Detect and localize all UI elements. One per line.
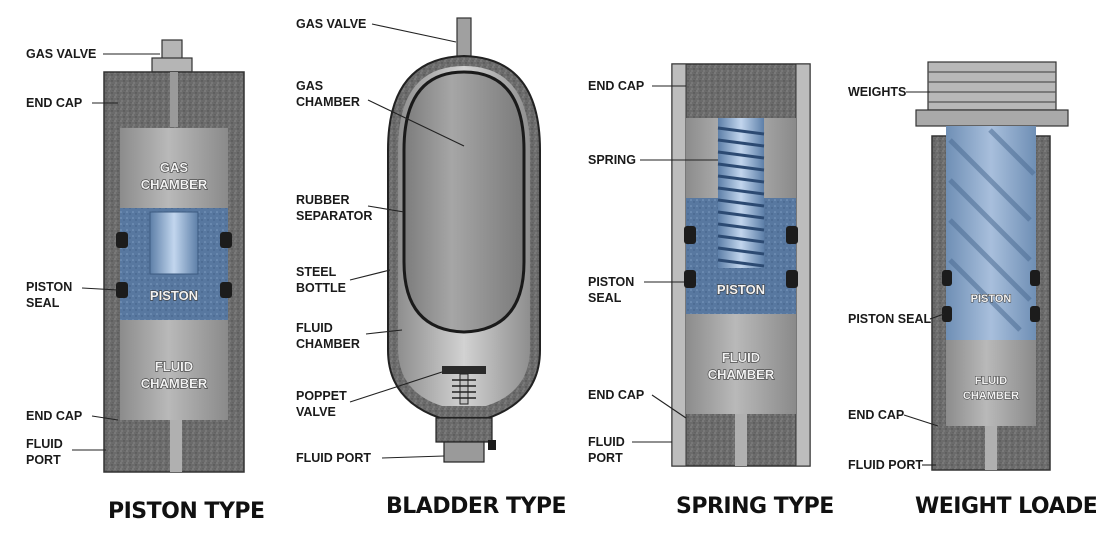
piston-end-cap-bottom-label: END CAP	[26, 409, 82, 423]
weight-piston-seal	[942, 270, 952, 286]
weight-fluid-port	[985, 426, 997, 470]
spring-spring-label: SPRING	[588, 153, 636, 167]
spring-fluid-port	[735, 414, 747, 466]
piston-fluid-port	[170, 420, 182, 472]
bladder-fluid-port-label: FLUID PORT	[296, 451, 371, 465]
spring-end-cap-top-label: END CAP	[588, 79, 644, 93]
piston-piston-label: PISTON	[150, 288, 198, 303]
bladder-gas-valve-label: GAS VALVE	[296, 17, 366, 31]
piston-end-cap-top-label: END CAP	[26, 96, 82, 110]
spring-piston-seal	[684, 226, 696, 244]
weight-piston-seal-label: PISTON SEAL	[848, 312, 931, 326]
weight-stack	[915, 61, 1069, 127]
piston-fluid-chamber	[120, 320, 228, 420]
weight-end-cap-label: END CAP	[848, 408, 904, 422]
bladder-type-title: BLADDER TYPE	[386, 494, 566, 519]
weight-fluid-port-label: FLUID PORT	[848, 458, 923, 472]
piston-gas-valve-label: GAS VALVE	[26, 47, 96, 61]
piston-type-title: PISTON TYPE	[108, 499, 265, 524]
spring-fluid-chamber	[686, 314, 796, 414]
weight-weights-label: WEIGHTS	[848, 85, 906, 99]
spring-coil	[717, 118, 765, 268]
bladder-gas-valve	[456, 17, 472, 61]
weight-piston-label: PISTON	[971, 293, 1012, 305]
bladder-fluid-port	[443, 441, 485, 463]
spring-piston-label: PISTON	[717, 282, 765, 297]
spring-type-title: SPRING TYPE	[676, 494, 834, 519]
bladder-gas-chamber	[402, 70, 526, 334]
piston-gas-chamber	[120, 128, 228, 208]
piston-seal	[116, 232, 128, 248]
spring-end-cap-bottom-label: END CAP	[588, 388, 644, 402]
weight-fluid-chamber	[946, 340, 1036, 426]
weight-loaded-title: WEIGHT LOADED	[915, 494, 1096, 519]
bladder-poppet-valve	[442, 366, 486, 405]
